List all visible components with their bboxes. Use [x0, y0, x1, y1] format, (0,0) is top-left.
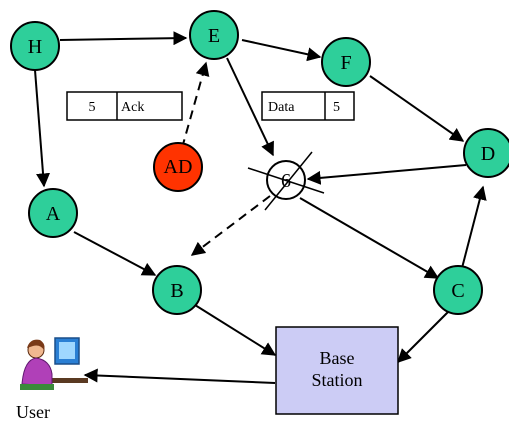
base-station-line2: Station	[311, 370, 362, 390]
node-ad: AD	[153, 142, 203, 192]
user-label: User	[16, 402, 50, 422]
base-station: Base Station	[275, 326, 399, 415]
node-f-label: F	[340, 52, 351, 74]
node-a-label: A	[46, 203, 61, 225]
node-ad-circle	[153, 142, 203, 192]
node-ad-label: AD	[164, 156, 193, 178]
node-e: E	[189, 10, 239, 60]
edge-a-b	[73, 231, 157, 276]
ack-packet: 5 Ack	[66, 91, 183, 121]
node-h: H	[10, 21, 60, 71]
data-packet: Data 5	[261, 91, 355, 121]
edge-f-d	[369, 75, 465, 142]
node-d-circle	[463, 128, 509, 178]
desk-icon	[50, 378, 88, 383]
person-hair	[27, 339, 45, 350]
edge-s-b-dashed	[190, 195, 271, 256]
node-h-circle	[10, 21, 60, 71]
node-a-circle	[28, 188, 78, 238]
edges	[34, 31, 487, 384]
monitor-screen	[59, 342, 75, 359]
node-b-label: B	[170, 280, 183, 302]
node-f-circle	[321, 37, 371, 87]
edge-s-c	[299, 197, 440, 279]
edge-base-user	[83, 368, 276, 384]
cross-line-1	[247, 167, 325, 194]
data-text: Data	[268, 100, 295, 115]
node-c: C	[433, 265, 483, 315]
edge-c-d	[461, 185, 487, 269]
node-e-circle	[189, 10, 239, 60]
base-station-line1: Base	[320, 348, 355, 368]
node-e-label: E	[208, 25, 220, 47]
blocked-node: 6	[247, 151, 325, 211]
node-h-label: H	[28, 36, 42, 58]
ack-packet-box	[66, 91, 183, 121]
node-b: B	[152, 265, 202, 315]
node-c-circle	[433, 265, 483, 315]
edge-ad-e-dashed	[181, 61, 210, 149]
edge-c-base	[397, 311, 449, 363]
data-seq: 5	[333, 100, 340, 115]
edge-h-e	[59, 31, 188, 46]
edge-b-base	[194, 304, 277, 356]
node-c-label: C	[451, 280, 464, 302]
chair-icon	[20, 384, 54, 390]
node-d: D	[463, 128, 509, 178]
edge-e-s	[226, 57, 274, 157]
edge-d-s	[306, 164, 467, 185]
node-d-label: D	[481, 143, 495, 165]
user-icon	[20, 337, 88, 390]
data-packet-box	[261, 91, 355, 121]
cross-line-2	[264, 151, 313, 211]
node-b-circle	[152, 265, 202, 315]
node-f: F	[321, 37, 371, 87]
ack-seq: 5	[89, 100, 96, 115]
base-station-box	[275, 326, 399, 415]
person-body	[21, 357, 53, 387]
edge-h-a	[34, 69, 51, 188]
node-a: A	[28, 188, 78, 238]
ack-text: Ack	[121, 100, 144, 115]
edge-e-f	[241, 39, 322, 62]
